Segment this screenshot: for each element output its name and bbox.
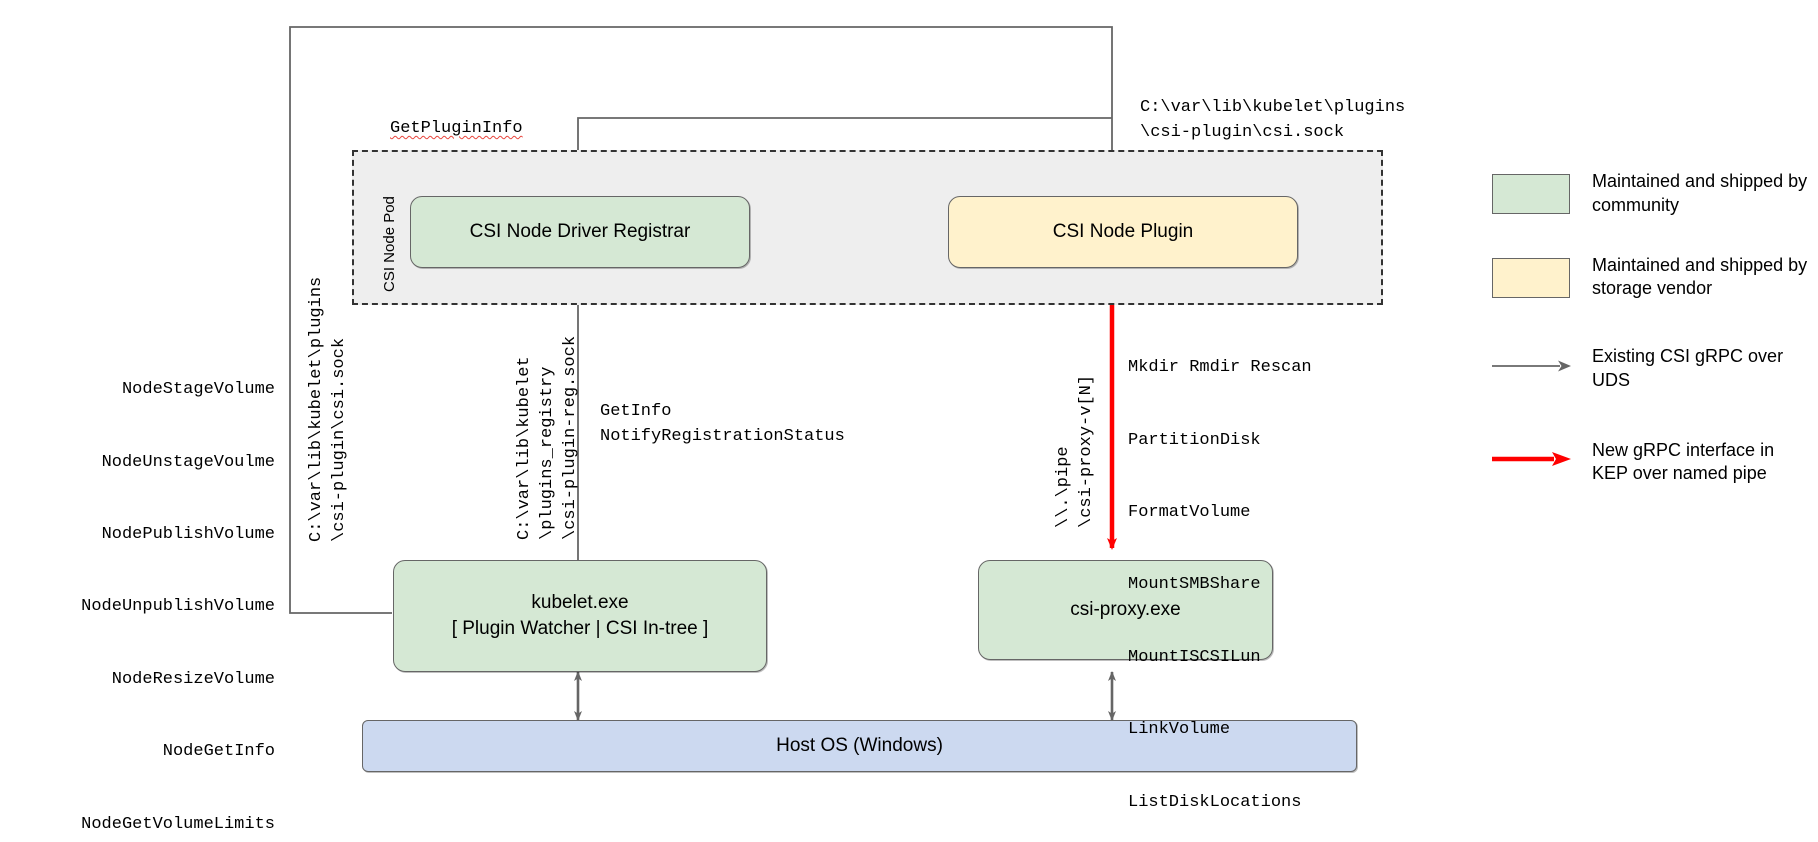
label-named-pipe-line2: \csi-proxy-v[N] (1077, 374, 1096, 528)
green-swatch-icon (1492, 174, 1570, 214)
rpc-item: NodeGetVolumeLimits (81, 814, 275, 834)
label-named-pipe-line1: \\.\pipe (1054, 446, 1073, 528)
label-registrar-calls-line2: NotifyRegistrationStatus (600, 427, 845, 446)
label-registry-path-line1: C:\var\lib\kubelet (515, 356, 534, 540)
legend-key (1492, 345, 1584, 373)
rpc-item: NodeStageVolume (121, 380, 275, 400)
api-item: Mkdir Rmdir Rescan (1128, 358, 1312, 378)
label-registrar-calls-line1: GetInfo (600, 402, 672, 421)
api-item: LinkVolume (1128, 720, 1231, 740)
legend-key (1492, 170, 1584, 214)
legend-item-new-grpc: New gRPC interface in KEP over named pip… (1492, 439, 1812, 487)
legend-label: Existing CSI gRPC over UDS (1592, 346, 1784, 390)
node-title: csi-proxy.exe (1070, 599, 1181, 621)
label-kubelet-uds-path-line2: \csi-plugin\csi.sock (330, 337, 349, 542)
edge-kubelet-to-node-plugin (289, 26, 1116, 614)
legend-label: New gRPC interface in KEP over named pip… (1592, 439, 1775, 484)
label-kubelet-uds-path-line1: C:\var\lib\kubelet\plugins (307, 276, 326, 542)
legend-label: Maintained and shipped by storage vendor (1592, 254, 1808, 299)
api-item: FormatVolume (1128, 503, 1251, 522)
api-item: MountSMBShare (1128, 575, 1261, 595)
red-arrow-icon (1492, 451, 1571, 466)
kubelet-subtitle: [ Plugin Watcher | CSI In-tree ] (451, 618, 709, 639)
label-node-plugin-socket-line2: \csi-plugin\csi.sock (1140, 123, 1345, 142)
rpc-item: NodePublishVolume (101, 525, 275, 544)
csi-node-rpc-list: NodeStageVolume NodeUnstageVoulme NodePu… (10, 330, 275, 842)
csi-proxy-api-list: Mkdir Rmdir Rescan PartitionDisk FormatV… (1128, 308, 1312, 842)
node-kubelet-exe[interactable]: kubelet.exe [ Plugin Watcher | CSI In-tr… (393, 560, 767, 672)
api-item: PartitionDisk (1128, 430, 1261, 450)
gray-arrow-icon (1492, 360, 1571, 372)
kubelet-title: kubelet.exe (531, 592, 629, 614)
label-node-plugin-socket-line1: C:\var\lib\kubelet\plugins (1140, 98, 1406, 117)
label-registry-path-line3: \csi-plugin-reg.sock (561, 335, 580, 540)
rpc-item: NodeUnstageVoulme (101, 452, 275, 472)
rpc-item: NodeResizeVolume (111, 669, 275, 689)
api-item: MountISCSILun (1128, 647, 1261, 667)
node-csi-node-plugin[interactable]: CSI Node Plugin (948, 196, 1298, 268)
legend-key (1492, 439, 1584, 467)
node-title: CSI Node Driver Registrar (469, 221, 691, 243)
node-title: CSI Node Plugin (1052, 221, 1194, 243)
label-getplugininfo: GetPluginInfo (390, 119, 523, 138)
node-csi-node-driver-registrar[interactable]: CSI Node Driver Registrar (410, 196, 750, 268)
node-csi-proxy-exe[interactable]: csi-proxy.exe (978, 560, 1273, 660)
csi-node-pod-label: CSI Node Pod (381, 196, 398, 292)
legend-item-existing-grpc: Existing CSI gRPC over UDS (1492, 345, 1812, 393)
legend-label: Maintained and shipped by community (1592, 171, 1808, 215)
legend-key (1492, 254, 1584, 298)
label-registry-path-line2: \plugins_registry (538, 366, 557, 540)
legend-item-community: Maintained and shipped by community (1492, 170, 1812, 218)
legend-item-vendor: Maintained and shipped by storage vendor (1492, 254, 1812, 302)
legend: Maintained and shipped by community Main… (1492, 170, 1812, 522)
api-item: ListDiskLocations (1128, 792, 1302, 812)
rpc-item: NodeUnpublishVolume (81, 597, 275, 617)
node-host-os[interactable]: Host OS (Windows) (362, 720, 1357, 772)
yellow-swatch-icon (1492, 257, 1570, 298)
node-title: Host OS (Windows) (776, 735, 943, 757)
rpc-item: NodeGetInfo (162, 742, 275, 762)
